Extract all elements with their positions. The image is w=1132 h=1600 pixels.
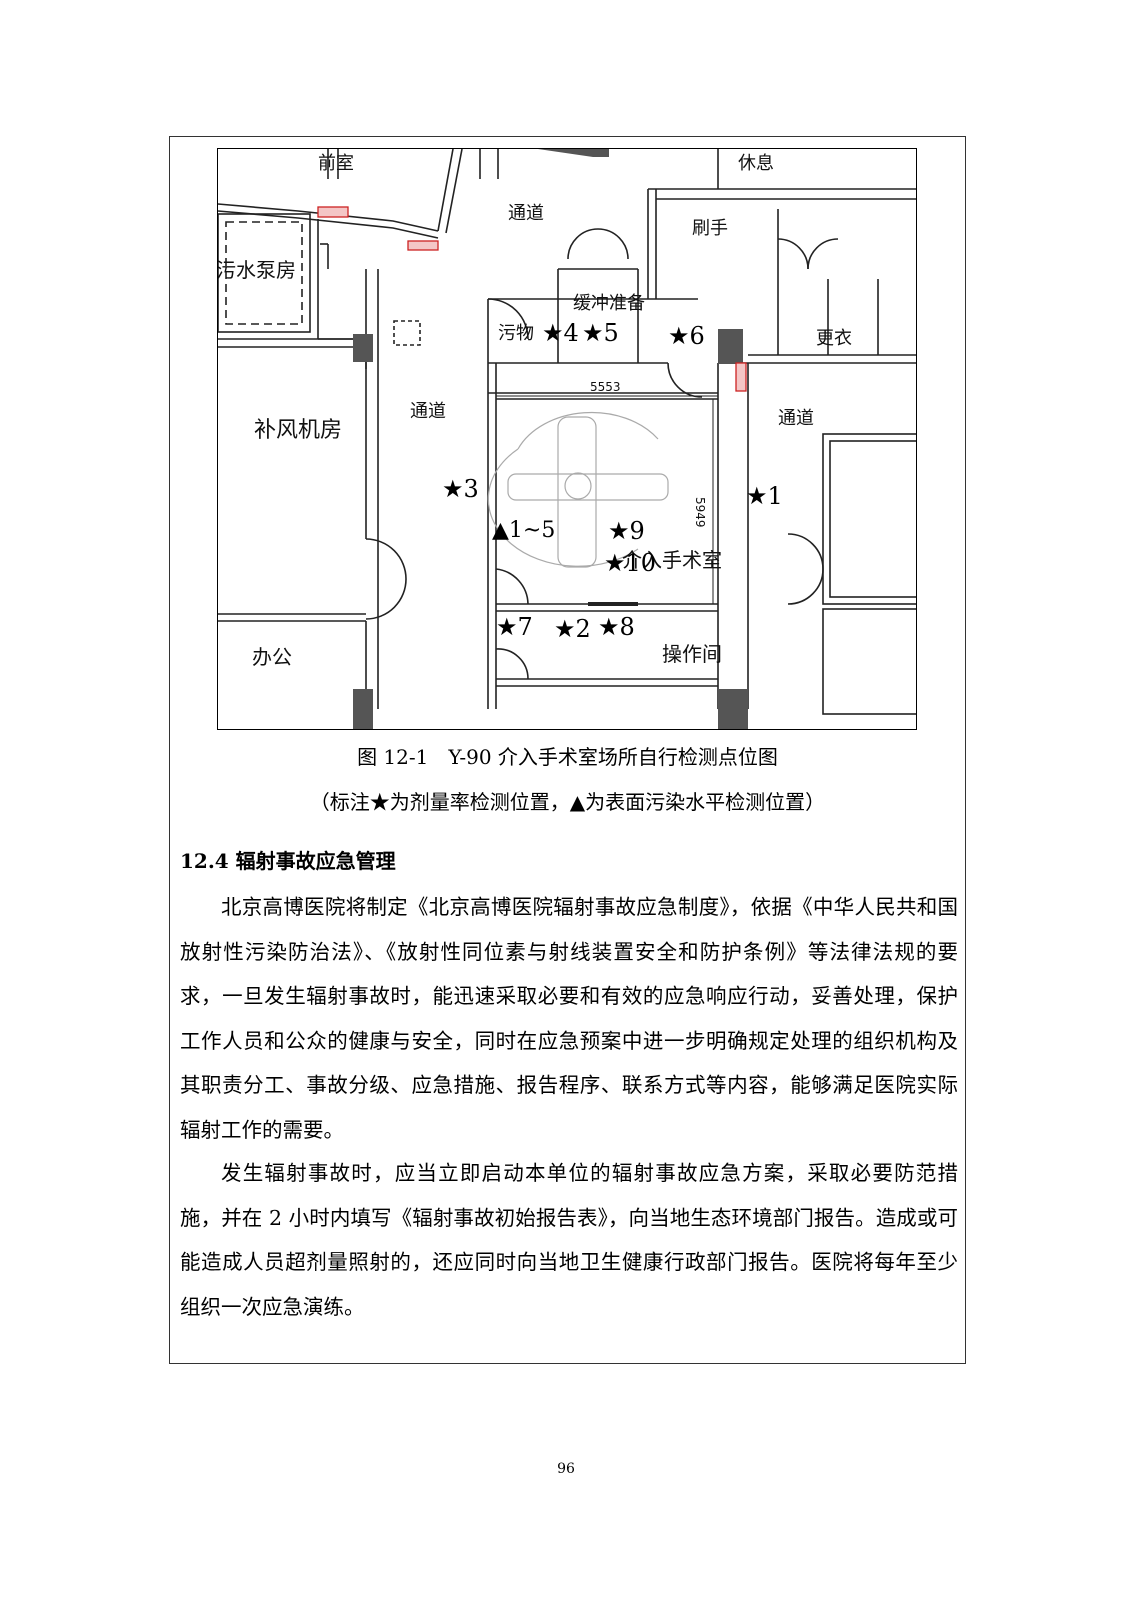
point-1: ★1 bbox=[746, 482, 783, 510]
content-frame bbox=[169, 136, 966, 1364]
page-number: 96 bbox=[557, 1461, 575, 1477]
point-9: ★9 bbox=[608, 517, 645, 545]
point-4: ★4 bbox=[542, 319, 579, 347]
label-changing-room: 更衣 bbox=[816, 328, 852, 349]
point-6: ★6 bbox=[668, 322, 705, 350]
label-dirty-room: 污物 bbox=[498, 323, 534, 344]
point-10: ★10 bbox=[604, 549, 656, 577]
label-operating-room: 介入手术室 bbox=[622, 548, 722, 572]
point-3: ★3 bbox=[442, 475, 479, 503]
floor-plan-drawing: 前室 休息 污水泵房 通道 刷手 污物 缓冲准备 更衣 补风机房 通道 通道 办… bbox=[218, 149, 916, 729]
label-hygiene-prep: 缓冲准备 bbox=[573, 293, 645, 314]
label-corridor-right: 通道 bbox=[778, 408, 814, 429]
figure-note: （标注★为剂量率检测位置，▲为表面污染水平检测位置） bbox=[309, 790, 826, 814]
paragraph-2: 发生辐射事故时，应当立即启动本单位的辐射事故应急方案，采取必要防范措施，并在 2… bbox=[180, 1161, 958, 1319]
surface-points-1-5: ▲1~5 bbox=[492, 518, 555, 543]
paragraph-1: 北京高博医院将制定《北京高博医院辐射事故应急制度》，依据《中华人民共和国放射性污… bbox=[180, 895, 958, 1142]
label-corridor-left: 通道 bbox=[410, 401, 446, 422]
point-5: ★5 bbox=[582, 319, 619, 347]
point-7: ★7 bbox=[496, 613, 533, 641]
point-8: ★8 bbox=[598, 613, 635, 641]
label-washroom: 刷手 bbox=[692, 218, 728, 239]
label-dim-width: 5553 bbox=[590, 380, 621, 394]
label-office: 办公 bbox=[252, 645, 292, 669]
figure-caption: 图 12-1 Y-90 介入手术室场所自行检测点位图 bbox=[357, 745, 778, 769]
label-sewage-pump-room: 污水泵房 bbox=[218, 258, 296, 282]
floor-plan-figure: 前室 休息 污水泵房 通道 刷手 污物 缓冲准备 更衣 补风机房 通道 通道 办… bbox=[217, 148, 917, 730]
section-heading: 12.4 辐射事故应急管理 bbox=[180, 849, 396, 873]
label-corridor-top: 通道 bbox=[508, 203, 544, 224]
label-top-room-left: 前室 bbox=[318, 153, 354, 174]
label-control-room: 操作间 bbox=[662, 642, 722, 666]
label-dim-height: 5949 bbox=[693, 497, 707, 528]
label-top-room-right: 休息 bbox=[738, 153, 774, 174]
point-2: ★2 bbox=[554, 615, 591, 643]
label-air-supply-room: 补风机房 bbox=[254, 418, 342, 443]
